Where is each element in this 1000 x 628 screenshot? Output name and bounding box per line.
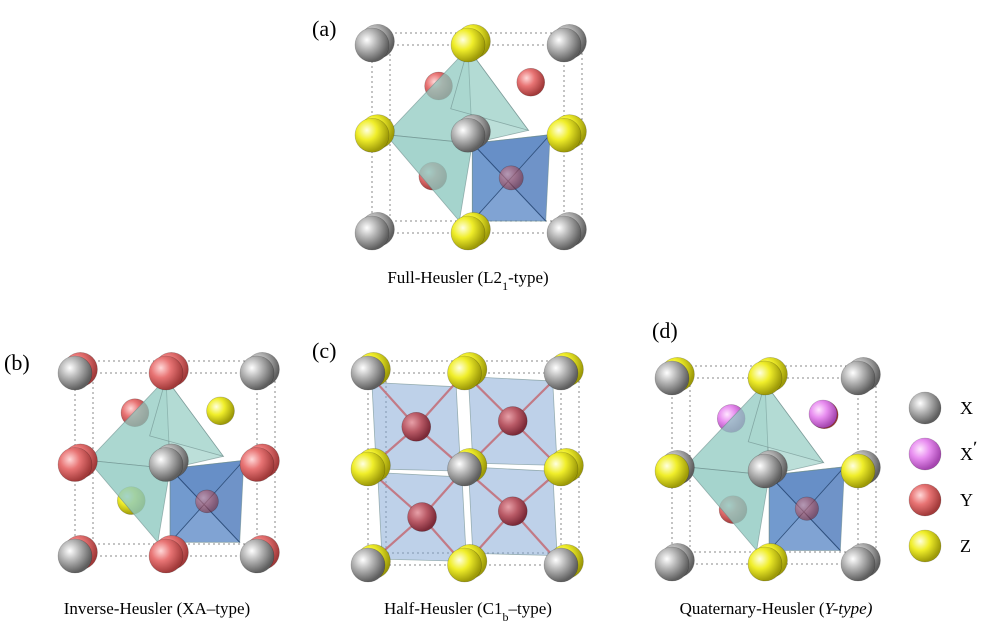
panel-b-crystal xyxy=(57,352,280,574)
x-atom xyxy=(57,355,93,391)
panel-b-caption: Inverse-Heusler (XA–type) xyxy=(64,599,250,618)
x-atom xyxy=(546,27,582,63)
z-atom xyxy=(840,453,876,489)
octahedron-face xyxy=(450,47,530,132)
x-atom xyxy=(447,451,482,487)
y-atom xyxy=(407,502,437,532)
octahedron-face xyxy=(384,134,473,222)
y-atom xyxy=(498,165,524,191)
x-atom xyxy=(747,453,783,489)
x-atom xyxy=(239,355,275,391)
panel-b-letter: (b) xyxy=(4,350,30,375)
legend-y-swatch xyxy=(908,483,942,517)
x-atom xyxy=(148,447,184,482)
z-atom xyxy=(747,360,783,396)
z-atom xyxy=(447,355,482,391)
z-atom xyxy=(543,451,579,487)
z-atom xyxy=(354,117,390,153)
x-atom xyxy=(354,215,390,251)
y-atom xyxy=(401,411,432,442)
x-atom xyxy=(840,360,876,396)
legend-y-label: Y xyxy=(960,490,973,510)
z-atom xyxy=(546,117,582,153)
y-atom xyxy=(516,67,546,97)
octahedron-face xyxy=(87,459,171,544)
octahedron-face xyxy=(747,382,825,464)
x-atom xyxy=(450,117,486,153)
y-atom xyxy=(57,447,93,482)
panel-c-caption: Half-Heusler (C1b–type) xyxy=(384,599,552,624)
x-atom xyxy=(654,360,690,396)
x-atom xyxy=(543,547,579,583)
x-prime-atom xyxy=(808,399,838,429)
panel-d-crystal xyxy=(654,357,881,582)
y-atom xyxy=(148,355,184,391)
z-atom xyxy=(350,451,386,487)
legend-z-swatch xyxy=(908,529,942,563)
panel-a-letter: (a) xyxy=(312,16,336,41)
y-atom xyxy=(195,489,219,514)
y-atom xyxy=(148,538,184,574)
x-atom xyxy=(546,215,582,251)
y-atom xyxy=(497,406,528,436)
x-atom xyxy=(543,355,579,391)
z-atom xyxy=(747,546,783,582)
panel-a-crystal xyxy=(354,24,587,251)
y-atom xyxy=(794,496,819,521)
z-atom xyxy=(450,27,486,63)
x-atom xyxy=(354,27,390,63)
legend-x-prime-label: Xʹ xyxy=(960,439,978,465)
x-atom xyxy=(840,546,876,582)
legend-z-label: Z xyxy=(960,536,971,556)
panel-c-crystal xyxy=(350,352,584,583)
legend-x-label: X xyxy=(960,398,973,418)
z-atom xyxy=(447,547,482,583)
atom-legend: X Xʹ Y Z xyxy=(908,391,978,563)
y-atom xyxy=(497,496,528,527)
x-atom xyxy=(350,547,386,583)
z-atom xyxy=(654,453,690,489)
x-atom xyxy=(239,538,275,574)
panel-d-letter: (d) xyxy=(652,318,678,343)
x-atom xyxy=(350,355,386,391)
panel-d-caption: Quaternary-Heusler (Y-type) xyxy=(680,599,873,618)
y-atom xyxy=(239,447,275,482)
z-atom xyxy=(206,396,235,426)
panel-c-letter: (c) xyxy=(312,338,336,363)
panel-a-caption: Full-Heusler (L21-type) xyxy=(387,268,548,293)
octahedron-face xyxy=(149,377,225,458)
z-atom xyxy=(450,215,486,251)
x-atom xyxy=(57,538,93,574)
x-atom xyxy=(654,546,690,582)
legend-x-prime-swatch xyxy=(908,437,942,471)
octahedron-face xyxy=(684,466,770,552)
legend-x-swatch xyxy=(908,391,942,425)
